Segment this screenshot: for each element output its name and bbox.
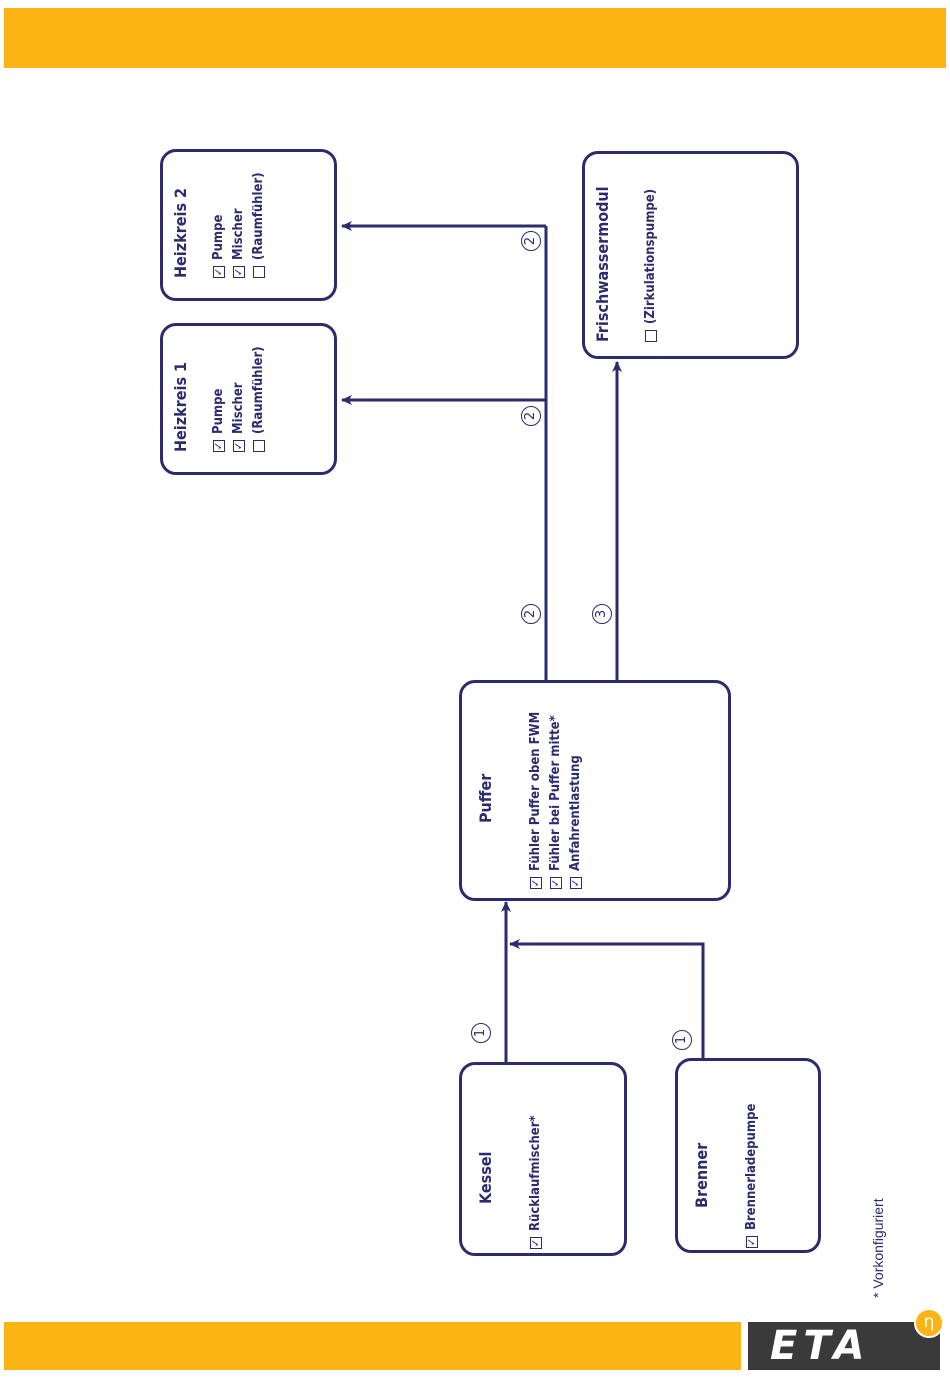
heizkreis-2-item-raumfuehler: (Raumfühler) — [249, 166, 269, 278]
checkbox-icon — [213, 440, 225, 452]
heizkreis-1-item-raumfuehler: (Raumfühler) — [249, 340, 269, 452]
kessel-box: Kessel Rücklaufmischer* — [459, 1062, 627, 1256]
kessel-item-ruecklaufmischer: Rücklaufmischer* — [526, 1114, 546, 1249]
eta-logo: ETA η — [748, 1322, 940, 1370]
puffer-box: Puffer Fühler Puffer oben FWM Fühler bei… — [459, 680, 731, 901]
checkbox-icon — [645, 330, 657, 342]
checkbox-icon — [746, 1236, 758, 1248]
checkbox-icon — [233, 440, 245, 452]
puffer-item-fuehler-oben: Fühler Puffer oben FWM — [526, 694, 546, 889]
frischwassermodul-item-zirkulationspumpe: (Zirkulationspumpe) — [641, 172, 661, 342]
marker-heizkreis-1: 2 — [521, 406, 541, 426]
marker-frischwasser: 3 — [592, 604, 612, 624]
eta-logo-text: ETA — [770, 1324, 870, 1368]
marker-heizkreis-2: 2 — [521, 231, 541, 251]
footnote-vorkonfiguriert: * Vorkonfiguriert — [870, 1198, 886, 1298]
puffer-title: Puffer — [476, 694, 496, 889]
heizkreis-1-box: Heizkreis 1 Pumpe Mischer (Raumfühler) — [160, 323, 337, 475]
marker-kessel-puffer: 1 — [471, 1023, 491, 1043]
checkbox-icon — [550, 877, 562, 889]
brenner-box: Brenner Brennerladepumpe — [675, 1058, 821, 1253]
checkbox-icon — [253, 440, 265, 452]
checkbox-icon — [570, 877, 582, 889]
heizkreis-1-title: Heizkreis 1 — [171, 340, 191, 452]
checkbox-icon — [253, 266, 265, 278]
puffer-item-anfahrentlastung: Anfahrentlastung — [566, 694, 586, 889]
frischwassermodul-box: Frischwassermodul (Zirkulationspumpe) — [582, 151, 799, 359]
heizkreis-2-title: Heizkreis 2 — [171, 166, 191, 278]
puffer-item-fuehler-mitte: Fühler bei Puffer mitte* — [546, 694, 566, 889]
heizkreis-2-item-mischer: Mischer — [229, 166, 249, 278]
checkbox-icon — [213, 266, 225, 278]
eta-logo-badge-icon: η — [914, 1308, 944, 1338]
checkbox-icon — [233, 266, 245, 278]
heizkreis-2-box: Heizkreis 2 Pumpe Mischer (Raumfühler) — [160, 149, 337, 301]
heizkreis-1-item-mischer: Mischer — [229, 340, 249, 452]
marker-brenner-puffer: 1 — [672, 1030, 692, 1050]
marker-puffer-heizkreise: 2 — [521, 604, 541, 624]
heizkreis-2-item-pumpe: Pumpe — [209, 166, 229, 278]
kessel-title: Kessel — [476, 1114, 496, 1249]
brenner-title: Brenner — [692, 1123, 712, 1248]
brenner-item-brennerladepumpe: Brennerladepumpe — [742, 1123, 762, 1248]
frischwassermodul-title: Frischwassermodul — [593, 172, 613, 342]
checkbox-icon — [530, 877, 542, 889]
heizkreis-1-item-pumpe: Pumpe — [209, 340, 229, 452]
checkbox-icon — [530, 1237, 542, 1249]
